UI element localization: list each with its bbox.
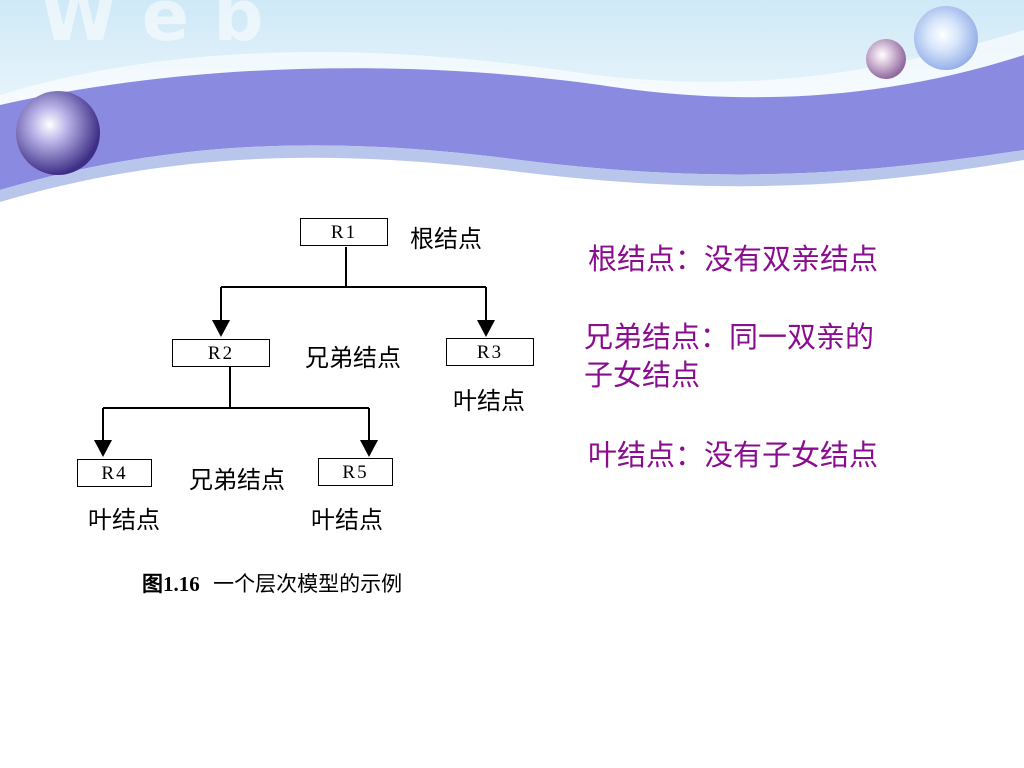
arrow-to-r5 xyxy=(360,440,378,457)
label-sibling-r2-r3: 兄弟结点 xyxy=(305,344,401,372)
definition-sibling-line2: 子女结点 xyxy=(584,358,701,392)
label-sibling-r4-r5: 兄弟结点 xyxy=(189,466,285,494)
node-r3: R3 xyxy=(446,338,534,366)
svg-text:W e b: W e b xyxy=(40,0,264,57)
label-leaf-r3: 叶结点 xyxy=(453,387,525,415)
definition-leaf: 叶结点：没有子女结点 xyxy=(588,438,879,472)
node-r5: R5 xyxy=(318,458,393,486)
node-r1: R1 xyxy=(300,218,388,246)
label-leaf-r5: 叶结点 xyxy=(311,506,383,534)
arrow-to-r2 xyxy=(212,320,230,337)
arrow-to-r4 xyxy=(94,440,112,457)
definition-root: 根结点：没有双亲结点 xyxy=(588,242,879,276)
figure-number: 图1.16 xyxy=(142,572,200,596)
label-leaf-r4: 叶结点 xyxy=(88,506,160,534)
node-r2: R2 xyxy=(172,339,270,367)
figure-caption-text: 一个层次模型的示例 xyxy=(213,572,403,596)
arrow-to-r3 xyxy=(477,320,495,337)
figure-caption: 图1.16 一个层次模型的示例 xyxy=(142,570,402,598)
definition-sibling-line1: 兄弟结点：同一双亲的 xyxy=(584,320,875,354)
label-root: 根结点 xyxy=(410,225,482,253)
header-banner: W e b xyxy=(0,0,1024,215)
node-r4: R4 xyxy=(77,459,152,487)
